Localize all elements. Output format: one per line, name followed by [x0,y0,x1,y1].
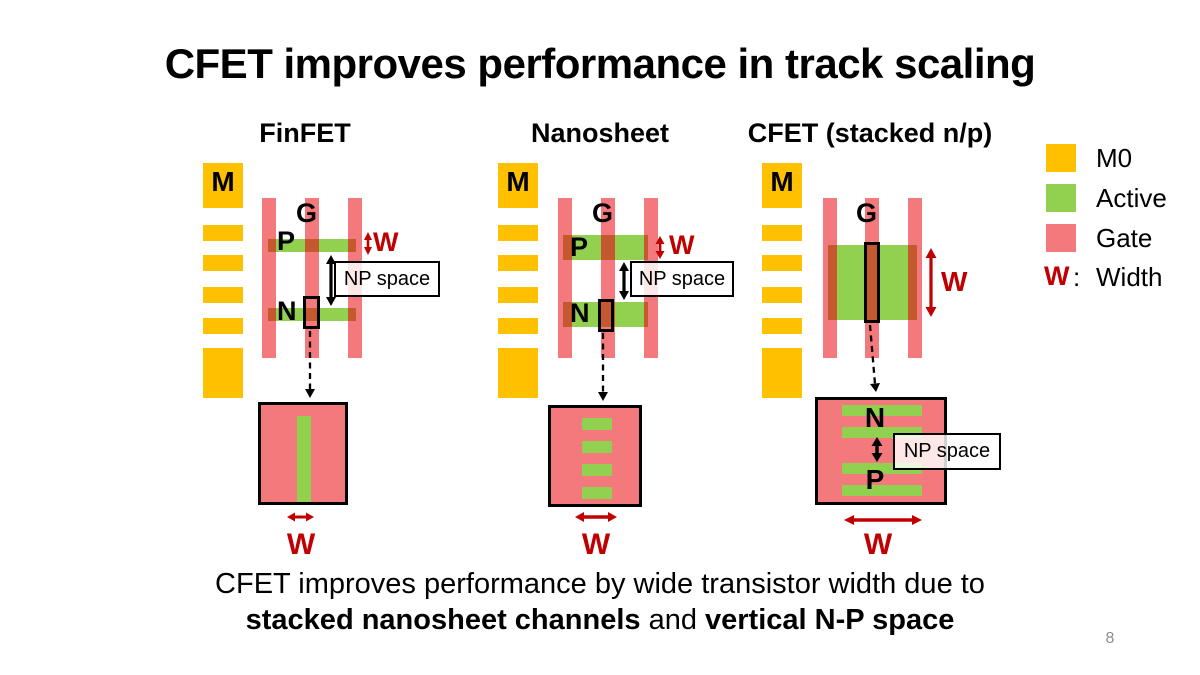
finfet-m0-track [203,287,243,303]
nanosheet-width-label-bottom: W [581,528,611,561]
cfet-m-label: M [770,166,794,197]
nanosheet-n-label: N [570,298,590,328]
cfet-width-arrow [925,248,937,317]
cfet-channel-bar-n [842,427,922,438]
cfet-channel-bar-p [842,485,922,496]
legend-width-symbol: W [1044,261,1070,291]
nanosheet-m0-block-bottom [498,348,538,398]
cfet-channel-bar-n [842,405,922,416]
finfet-width-label-top: W [373,227,399,257]
cfet-m0-track [762,225,802,241]
cfet-gate-active-overlap [865,245,879,320]
cfet-gate-active-overlap [828,245,837,320]
finfet-gate-active-overlap [348,239,356,252]
page-number: 8 [1105,630,1115,647]
nanosheet-channel-bar [582,441,612,453]
nanosheet-m0-track [498,318,538,334]
finfet-m0-block-bottom [203,348,243,398]
cfet-header: CFET (stacked n/p) [747,118,993,148]
cfet-width-label-top: W [941,266,968,297]
legend-swatch-gate [1046,224,1076,252]
caption-and: and [640,604,706,636]
nanosheet-m-label: M [506,166,530,197]
legend-label-gate: Gate [1096,223,1153,253]
cfet-m0-track [762,318,802,334]
cfet-cross-n-label: N [864,402,886,433]
cfet-gate-active-overlap [908,245,917,320]
nanosheet-gate-active-overlap [601,235,615,260]
finfet-p-label: P [277,226,296,256]
cfet-width-label-bottom: W [863,528,893,561]
finfet-gate-active-overlap [305,308,319,321]
nanosheet-np-space-box: NP space [630,261,734,297]
cfet-m0-track [762,287,802,303]
finfet-header: FinFET [259,118,351,148]
nanosheet-width-label-top: W [669,230,695,260]
finfet-m0-block [203,163,243,208]
nanosheet-m0-track [498,225,538,241]
caption-bold-vertical: vertical N-P space [705,604,955,636]
nanosheet-channel-bar [582,487,612,499]
cfet-m0-track [762,255,802,271]
finfet-transistor-outline [303,296,320,329]
cfet-transistor-outline [864,242,880,323]
nanosheet-channel-bar [582,464,612,476]
nanosheet-np-space-arrow [619,262,629,300]
legend-swatch-m0 [1046,144,1076,172]
nanosheet-gate-active-overlap [644,302,648,327]
cfet-m0-block-bottom [762,348,802,398]
nanosheet-m0-track [498,255,538,271]
finfet-width-arrow [364,232,372,255]
nanosheet-width-arrow-bottom [575,512,617,522]
nanosheet-g-label: G [592,198,614,228]
cfet-np-space-box: NP space [893,433,1001,470]
legend-swatch-active [1046,184,1076,212]
nanosheet-gate-active-overlap [644,235,648,260]
legend-width-colon: : [1073,262,1081,292]
nanosheet-gate-bar [558,198,572,358]
cfet-channel-bar-p [842,463,922,474]
legend-label-m0: M0 [1096,143,1133,173]
finfet-m-label: M [211,166,235,197]
cfet-width-arrow-bottom [844,515,922,525]
finfet-gate-active-overlap [305,239,319,252]
finfet-width-label-bottom: W [286,528,316,561]
nanosheet-m0-track [498,287,538,303]
nanosheet-gate-active-overlap [563,235,572,260]
finfet-gate-bar [262,198,276,358]
finfet-m0-track [203,255,243,271]
finfet-np-space-box: NP space [334,261,440,297]
nanosheet-transistor-outline [598,299,614,332]
caption-line1: CFET improves performance by wide transi… [215,568,985,600]
caption-bold-stacked: stacked nanosheet channels [245,604,641,636]
cfet-cross-p-label: P [865,464,885,495]
nanosheet-gate-active-overlap [563,302,572,327]
nanosheet-p-label: P [570,232,589,262]
finfet-gate-active-overlap [348,308,356,321]
finfet-m0-track [203,318,243,334]
nanosheet-header: Nanosheet [530,118,670,148]
finfet-width-arrow-bottom [287,512,314,522]
cfet-m0-block [762,163,802,208]
legend-label-active: Active [1096,183,1167,213]
slide-title: CFET improves performance in track scali… [164,40,1036,87]
finfet-fin-channel [297,416,311,502]
finfet-gate-active-overlap [268,239,276,252]
finfet-n-label: N [277,296,297,326]
finfet-m0-track [203,225,243,241]
cfet-g-label: G [856,198,878,228]
legend-label-width: Width [1096,262,1163,292]
caption-line2: stacked nanosheet channels and vertical … [0,604,1200,637]
nanosheet-channel-bar [582,418,612,430]
finfet-g-label: G [296,198,318,228]
nanosheet-m0-block [498,163,538,208]
finfet-gate-active-overlap [268,308,276,321]
